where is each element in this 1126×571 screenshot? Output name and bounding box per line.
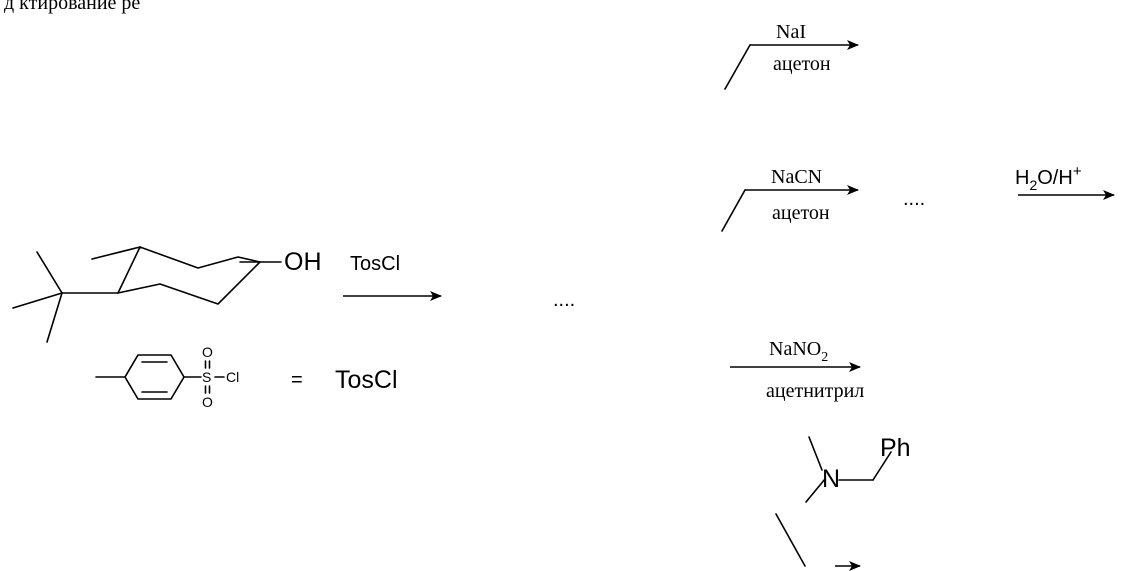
tbutyl-methyl-bond-top: [36, 251, 63, 294]
sulfur-atom: S: [202, 369, 211, 385]
chlorine-atom: Cl: [226, 369, 239, 385]
amine-methyl-bond-top: [808, 436, 823, 471]
branch-nacn-solvent: ацетон: [772, 202, 830, 224]
tbutyl-methyl-bond-bottom: [46, 292, 63, 343]
amine-methyl-bond-bottom: [805, 478, 826, 503]
oxygen-atom-bottom: O: [202, 394, 213, 410]
branch-nai: NaI ацетон: [724, 21, 859, 90]
amine-nitrogen-atom: N: [822, 465, 840, 493]
branch-nai-solvent: ацетон: [773, 53, 831, 75]
ring-methyl-bond: [91, 246, 141, 260]
branch-nacn-reagent: NaCN: [771, 166, 822, 188]
branch-amine-stroke: [775, 513, 806, 567]
phenyl-label: Ph: [880, 434, 911, 462]
benzene-ring: [124, 354, 185, 400]
branch-nai-stroke: [724, 44, 751, 90]
branch-nano2: NaNO2 ацетнитрил: [730, 338, 864, 402]
header-fragment: д ктирование ре: [4, 0, 140, 14]
tosyl-chloride-reagent: TosCl: [350, 253, 400, 275]
branch-nacn: NaCN ацетон .... H2O/H+: [721, 163, 1115, 232]
branch-amine: N Ph: [775, 434, 911, 571]
cyclohexane-chair-ring: [117, 246, 261, 305]
equals-sign: =: [291, 369, 303, 391]
hydroxyl-label: OH: [284, 248, 322, 276]
oxygen-atom-top: O: [202, 344, 213, 360]
branch-nacn-product-placeholder: ....: [903, 188, 925, 210]
branch-nano2-solvent: ацетнитрил: [766, 380, 864, 402]
step1-product-placeholder: ....: [553, 289, 575, 311]
tosyl-chloride-name: TosCl: [335, 366, 398, 394]
hydrolysis-reagent: H2O/H+: [1015, 163, 1082, 193]
tosyl-chloride-structure: S O O Cl: [95, 344, 239, 410]
branch-nai-reagent: NaI: [776, 21, 806, 43]
benzyl-phenyl-bond: [872, 451, 892, 481]
substrate-molecule: OH: [12, 246, 322, 343]
tbutyl-methyl-bond-left: [12, 292, 63, 309]
branch-nano2-reagent: NaNO2: [769, 338, 828, 365]
branch-nacn-stroke: [721, 189, 746, 232]
